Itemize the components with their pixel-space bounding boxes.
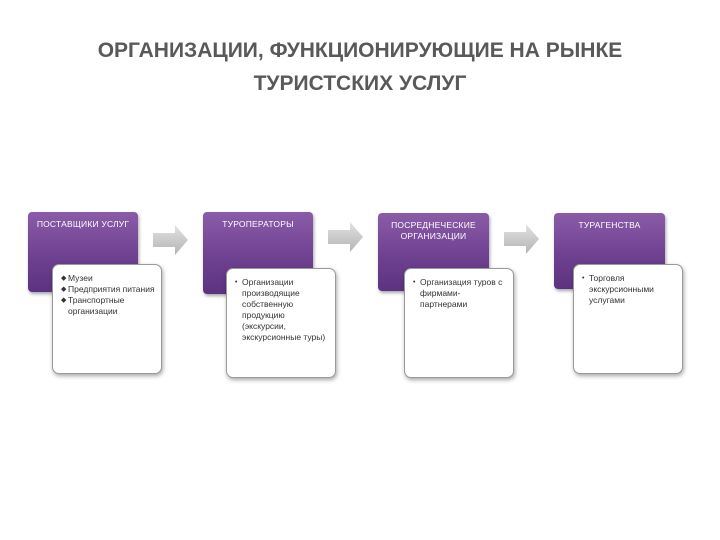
list-item: ◆Музеи [61, 273, 93, 283]
bullet-icon: ◆ [61, 286, 67, 293]
stage-header-label: ТУРОПЕРАТОРЫ [222, 219, 294, 229]
arrow-right-icon [328, 222, 363, 252]
list-item: •Организации производящие собственную пр… [235, 277, 326, 342]
list-item: ◆Предприятия питания [61, 284, 155, 294]
bullet-icon: • [235, 279, 238, 286]
arrow-right-icon [504, 224, 539, 254]
list-item: ◆Транспортные организации [61, 295, 125, 316]
bullet-icon: ◆ [61, 297, 67, 304]
stage-card: •Торговля экскурсионными услугами [573, 264, 683, 374]
stage-card: •Организации производящие собственную пр… [226, 268, 336, 378]
bullet-icon: ◆ [61, 275, 67, 282]
title-line-1: ОРГАНИЗАЦИИ, ФУНКЦИОНИРУЮЩИЕ НА РЫНКЕ [97, 39, 623, 62]
list-item: •Организация туров с фирмами-партнерами [413, 277, 503, 309]
arrow-right-icon [153, 225, 188, 255]
stage-card: ◆Музеи ◆Предприятия питания ◆Транспортны… [52, 264, 162, 374]
stage-header-label: ТУРАГЕНСТВА [578, 220, 641, 230]
list-item: •Торговля экскурсионными услугами [582, 273, 654, 305]
title-line-2: ТУРИСТСКИХ УСЛУГ [253, 72, 467, 95]
stage-card: •Организация туров с фирмами-партнерами [404, 268, 514, 378]
stage-header-label: ПОСТАВЩИКИ УСЛУГ [36, 219, 130, 229]
page-title: ОРГАНИЗАЦИИ, ФУНКЦИОНИРУЮЩИЕ НА РЫНКЕ ТУ… [0, 34, 720, 100]
bullet-icon: • [413, 279, 416, 286]
bullet-icon: • [582, 275, 585, 282]
stage-header-label: ПОСРЕДНЕЧЕСКИЕ ОРГАНИЗАЦИИ [391, 220, 476, 241]
